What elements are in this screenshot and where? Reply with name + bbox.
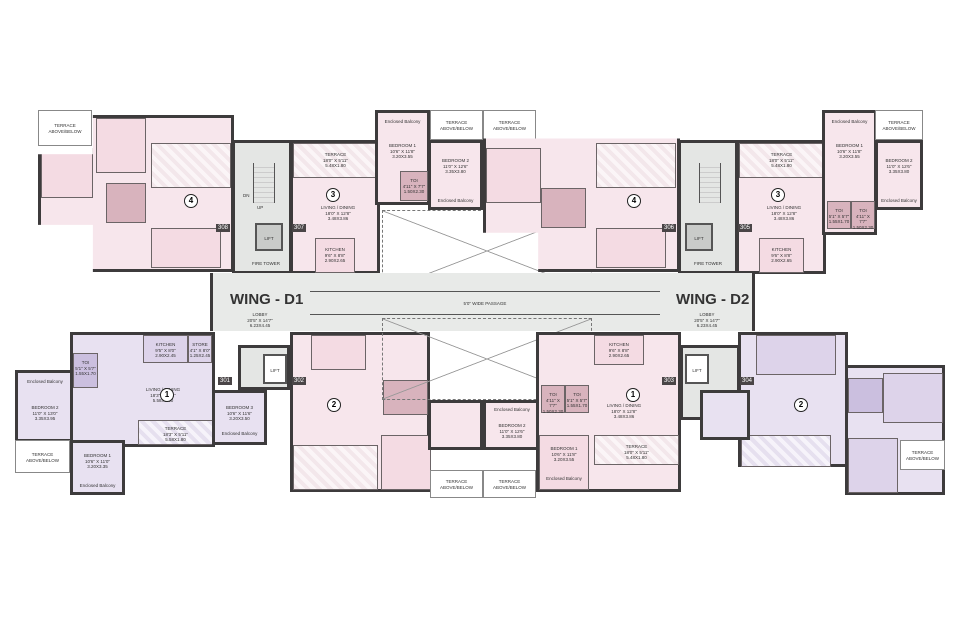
unit-number-302: 302: [292, 377, 307, 385]
bedroom: [381, 435, 431, 490]
terrace-above-below: TERRACE ABOVE/BELOW: [430, 110, 483, 140]
kitchen: [756, 335, 836, 375]
wing-d2-label: WING - D2: [676, 291, 750, 308]
wing-d1-label: WING - D1: [230, 291, 304, 308]
bedroom: [883, 373, 943, 423]
toilet: [848, 378, 883, 413]
unit-307: TERRACE 18'0" X 5'11" 5.48X1.80 LIVING /…: [290, 140, 380, 274]
terrace-above-below: TERRACE ABOVE/BELOW: [875, 110, 923, 140]
unit-304-bedrooms-right: [845, 365, 945, 495]
unit-305: TERRACE 18'0" X 5'11" 5.48X1.80 LIVING /…: [736, 140, 826, 274]
kitchen: KITCHEN 9'5" X 8'0" 2.90X2.45: [143, 335, 188, 363]
unit-number-303: 303: [662, 377, 677, 385]
terrace-above-below: TERRACE ABOVE/BELOW: [900, 440, 945, 470]
lift: LIFT: [685, 354, 709, 384]
toilet: [106, 183, 146, 223]
unit-302-bedroom: [428, 400, 483, 450]
unit-number-308: 308: [216, 224, 231, 232]
stair-core-d2: LIFT FIRE TOWER: [678, 140, 738, 274]
bedroom: [96, 118, 146, 173]
terrace-above-below: TERRACE ABOVE/BELOW: [430, 470, 483, 498]
terrace-above-below: TERRACE ABOVE/BELOW: [15, 440, 70, 473]
passage: [310, 291, 660, 315]
toilet: TOI 5'1" X 5'7" 1.55X1.70: [827, 201, 851, 229]
staircase: [253, 163, 275, 203]
stair-core-d1: DN UP LIFT FIRE TOWER: [232, 140, 292, 274]
lobby-label: LOBBY 20'5" X 14'7" 6.23X4.45: [247, 312, 273, 328]
terrace: [151, 143, 231, 188]
kitchen: [151, 228, 221, 268]
toilet: TOI 5'1" X 5'7" 1.55X1.70: [73, 353, 98, 388]
lift: LIFT: [263, 354, 287, 384]
lobby-label: LOBBY 20'5" X 14'7" 6.23X4.45: [694, 312, 720, 328]
terrace: TERRACE 18'3" X 5'11" 5.58X1.80: [138, 420, 213, 445]
bedroom: [848, 438, 898, 493]
unit-303: TOI 4'11" X 7'7" 1.50X2.30 TOI 5'1" X 5'…: [536, 332, 681, 492]
terrace: [596, 143, 676, 188]
bedroom: [41, 148, 93, 198]
unit-number-304: 304: [740, 377, 755, 385]
unit-number-305: 305: [738, 224, 753, 232]
lift: LIFT: [685, 223, 713, 251]
unit-304-bedroom: [700, 390, 750, 440]
unit-305-bedrooms: Enclosed Balcony BEDROOM 1 10'6" X 11'8"…: [822, 110, 877, 235]
unit-type-badge: 1: [160, 388, 174, 402]
toilet: TOI 4'11" X 7'7" 1.50X2.30: [400, 171, 428, 201]
terrace: [741, 435, 831, 467]
kitchen: KITCHEN 9'6" X 8'8" 2.90X2.65: [759, 238, 804, 273]
unit-number-307: 307: [292, 224, 307, 232]
toilet: TOI 4'11" X 7'7" 1.50X2.30: [851, 201, 875, 230]
unit-307-bedrooms: Enclosed Balcony BEDROOM 1 10'6" X 11'8"…: [375, 110, 430, 205]
terrace: TERRACE 18'0" X 5'11" 5.48X1.80: [594, 435, 679, 465]
unit-type-badge: 4: [184, 194, 198, 208]
terrace: TERRACE 18'0" X 5'11" 5.48X1.80: [293, 143, 378, 178]
bedroom: [486, 148, 541, 203]
terrace-above-below: TERRACE ABOVE/BELOW: [483, 470, 536, 498]
lift-core-d1-bottom: LIFT: [238, 345, 290, 390]
unit-type-badge: 3: [326, 188, 340, 202]
terrace: TERRACE 18'0" X 5'11" 5.48X1.80: [739, 143, 824, 178]
staircase: [699, 163, 721, 203]
unit-type-badge: 2: [794, 398, 808, 412]
kitchen: KITCHEN 9'6" X 8'8" 2.90X2.65: [594, 335, 644, 365]
kitchen: [311, 335, 366, 370]
kitchen: KITCHEN 9'6" X 8'8" 2.90X2.65: [315, 238, 355, 273]
kitchen: [596, 228, 666, 268]
terrace-above-below: TERRACE ABOVE/BELOW: [38, 110, 92, 146]
store: STORE 4'1" X 8'0" 1.25X2.45: [188, 335, 212, 363]
unit-number-301: 301: [218, 377, 233, 385]
terrace-above-below: TERRACE ABOVE/BELOW: [483, 110, 536, 140]
unit-type-badge: 2: [327, 398, 341, 412]
toilet: [541, 188, 586, 228]
passage-label: 5'0" WIDE PASSAGE: [463, 301, 507, 306]
unit-301-main: TOI 5'1" X 5'7" 1.55X1.70 KITCHEN 9'5" X…: [70, 332, 215, 447]
unit-308: [38, 115, 234, 272]
lift: LIFT: [255, 223, 283, 251]
unit-type-badge: 3: [771, 188, 785, 202]
unit-number-306: 306: [662, 224, 677, 232]
toilet: TOI 4'11" X 7'7" 1.50X2.30: [541, 385, 565, 414]
unit-304: [738, 332, 848, 467]
unit-type-badge: 1: [626, 388, 640, 402]
unit-type-badge: 4: [627, 194, 641, 208]
toilet: TOI 5'1" X 5'7" 1.55X1.70: [565, 385, 589, 413]
terrace: [293, 445, 378, 490]
